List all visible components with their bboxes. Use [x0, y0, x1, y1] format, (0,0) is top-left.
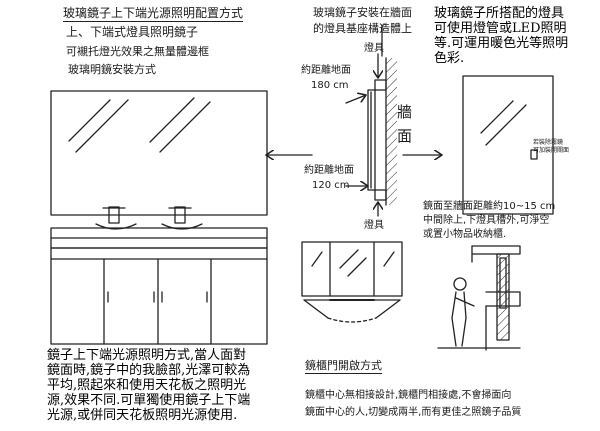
wall-label: 牆面 — [397, 103, 413, 145]
person-at-vanity — [437, 245, 521, 351]
mirror-cabinet — [301, 241, 403, 323]
right-caption-line: 色彩. — [434, 51, 465, 66]
dist-top-label: 約距離地面 — [301, 65, 351, 76]
fixture-bottom-label: 燈具 — [364, 220, 384, 231]
gap-note-line: 中間除上,下燈具槽外,可淨空 — [423, 215, 550, 226]
right-caption: 玻璃鏡子所搭配的燈具 可使用燈管或LED照明 等.可運用暖色光等照明 色彩. — [434, 6, 568, 66]
gap-note: 鏡面至牆面距離約10~15 cm 中間除上,下燈具槽外,可淨空 或置小物品收納櫃… — [423, 200, 555, 242]
left-caption: 鏡子上下端光源照明方式,當人面對 鏡面時,鏡子中的我臉部,光澤可較為 平均,照起… — [47, 348, 250, 423]
cabinet-note-line: 鏡櫃中心無相接設計,鏡櫃門相接處,不會掃面向 — [305, 390, 512, 401]
vanity-cabinet — [50, 206, 268, 345]
right-caption-line: 可使用燈管或LED照明 — [434, 21, 567, 36]
dist-top-value: 180 cm — [311, 80, 349, 91]
dist-bottom-label: 約距離地面 — [304, 165, 354, 176]
side-top-note-1: 玻璃鏡子安裝在牆面 — [313, 6, 412, 19]
right-mirror — [462, 75, 554, 215]
device-note-2: 可加裝開關面 — [533, 147, 570, 154]
fixture-top-label: 燈具 — [364, 43, 384, 54]
left-caption-line: 鏡子上下端光源照明方式,當人面對 — [47, 348, 247, 363]
side-section-view — [367, 24, 397, 217]
large-mirror — [50, 90, 268, 216]
cabinet-title: 鏡櫃門開啟方式 — [305, 359, 382, 374]
left-caption-line: 光源,或併同天花板照明光源使用. — [47, 408, 238, 423]
right-caption-line: 等.可運用暖色光等照明 — [434, 36, 569, 51]
cabinet-note: 鏡櫃中心無相接設計,鏡櫃門相接處,不會掃面向 鏡面中心的人,切變成兩半,而有更佳… — [305, 387, 521, 421]
left-title: 玻璃鏡子上下端光源照明配置方式 — [63, 6, 244, 22]
left-note-2: 玻璃明鏡安裝方式 — [68, 63, 156, 76]
left-caption-line: 平均,照起來和使用天花板之照明光 — [47, 378, 247, 393]
left-caption-line: 源,效果不同.可單獨使用鏡子上下端 — [47, 393, 251, 408]
gap-note-line: 或置小物品收納櫃. — [423, 229, 507, 240]
left-subtitle: 上、下端式燈具照明鏡子 — [66, 25, 199, 39]
device-note-1: 若裝除霧鏡 — [533, 139, 564, 146]
cabinet-note-line: 鏡面中心的人,切變成兩半,而有更佳之照鏡子品質 — [305, 407, 522, 418]
left-caption-line: 鏡面時,鏡子中的我臉部,光澤可較為 — [47, 363, 251, 378]
dist-bottom-value: 120 cm — [312, 180, 350, 191]
left-note-1: 可襯托燈光效果之無量體邊框 — [66, 45, 209, 58]
gap-note-line: 鏡面至牆面距離約10~15 cm — [423, 201, 556, 212]
right-caption-line: 玻璃鏡子所搭配的燈具 — [434, 6, 565, 21]
side-top-note-2: 的燈具基座構造體上 — [313, 22, 412, 35]
